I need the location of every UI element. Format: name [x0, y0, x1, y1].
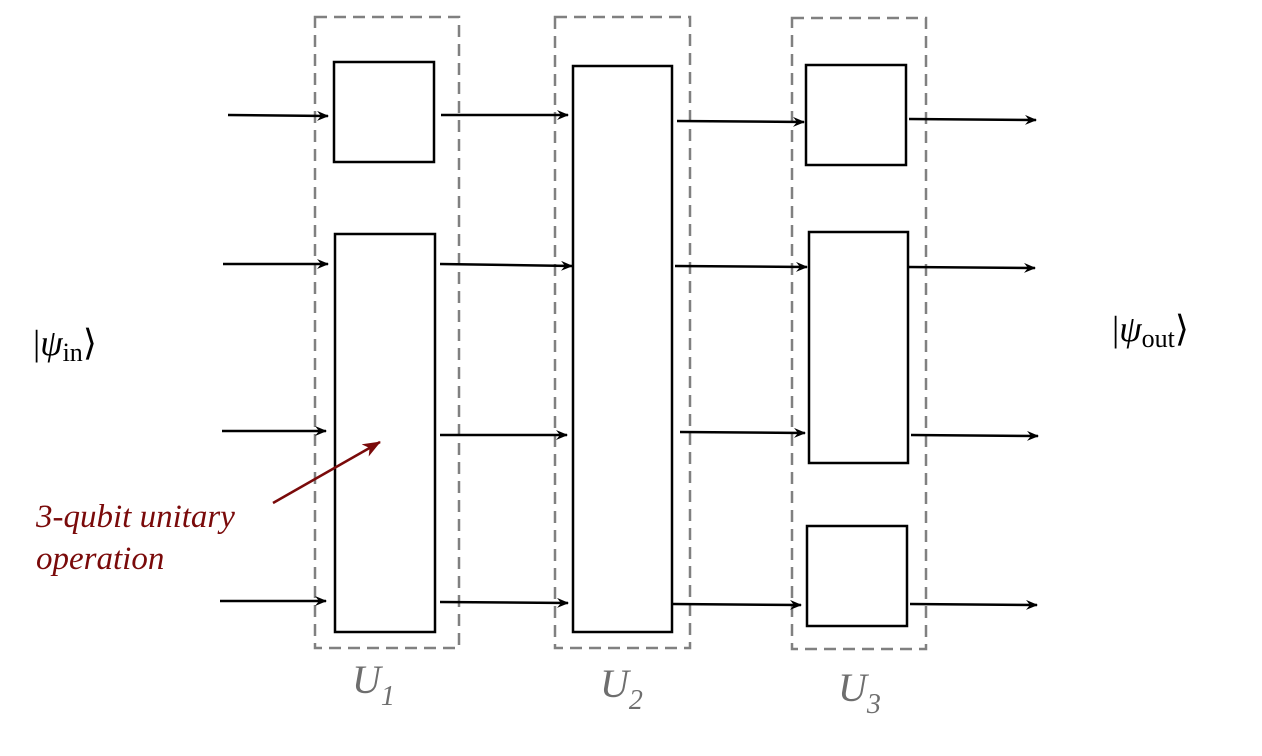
annotation-arrow	[272, 440, 381, 505]
layer-frame-u1	[313, 15, 461, 650]
wire-u1-u2-4	[439, 597, 569, 608]
gate-u3-single-top	[804, 63, 908, 167]
wire-u2-u3-4	[672, 599, 802, 610]
annotation-text: 3-qubit unitary operation	[36, 496, 235, 580]
wire-u2-u3-1	[676, 116, 805, 127]
layer-label-u2: U2	[600, 661, 643, 716]
layer-frame-u3	[790, 16, 928, 651]
wire-input-1	[227, 110, 329, 121]
layer-frame-u2	[553, 15, 692, 650]
wire-output-3	[910, 430, 1039, 441]
input-state-label: |ψin⟩	[33, 323, 97, 367]
wire-u2-u3-3	[679, 427, 806, 438]
wire-u2-u3-2	[674, 261, 808, 272]
annotation-line-2: operation	[36, 541, 165, 577]
layer-label-u1: U1	[352, 657, 395, 712]
gate-u1-three-qubit	[333, 232, 437, 634]
wire-output-1	[908, 114, 1037, 125]
wire-output-2	[907, 262, 1036, 273]
wire-output-4	[909, 599, 1038, 610]
annotation-line-1: 3-qubit unitary	[36, 499, 235, 535]
output-state-label: |ψout⟩	[1112, 309, 1189, 353]
gate-u2-four-qubit	[571, 64, 674, 634]
wire-u1-u2-2	[439, 260, 573, 271]
gate-u1-single	[332, 60, 436, 164]
gate-u3-single-bottom	[805, 524, 909, 628]
gate-u3-two-qubit	[807, 230, 910, 465]
layer-label-u3: U3	[838, 665, 881, 720]
